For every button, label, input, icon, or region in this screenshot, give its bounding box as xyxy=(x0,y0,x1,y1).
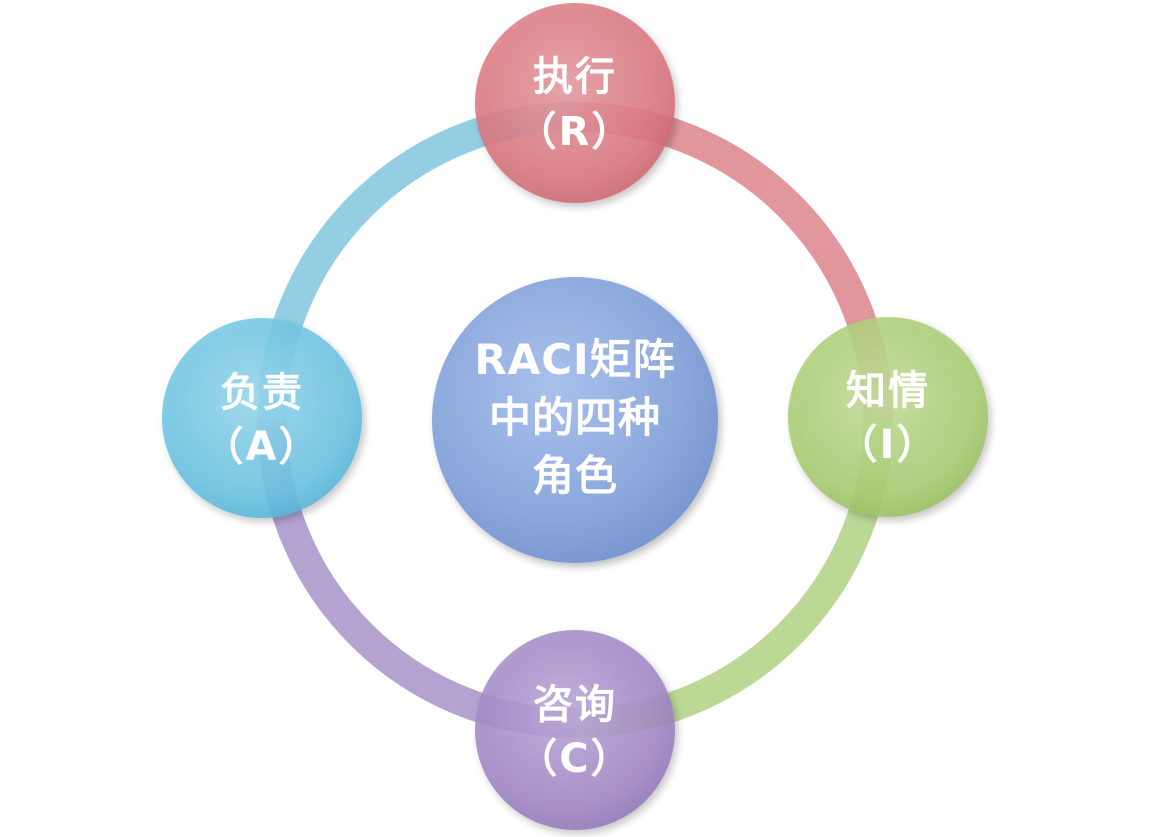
node-accountable-a xyxy=(162,318,362,518)
node-r-name: 执行 xyxy=(533,54,617,100)
center-label-line-1: RACI矩阵 xyxy=(474,335,675,384)
node-i-circle xyxy=(788,317,988,517)
node-responsible-r xyxy=(475,3,675,203)
node-c-circle xyxy=(475,630,675,830)
center-label-line-3: 角色 xyxy=(532,451,618,500)
center-label-line-2: 中的四种 xyxy=(489,393,661,442)
center-node xyxy=(432,277,718,563)
node-a-code: （A） xyxy=(204,424,321,470)
center-circle xyxy=(432,277,718,563)
node-a-name: 负责 xyxy=(220,370,304,416)
node-informed-i xyxy=(788,317,988,517)
node-r-circle xyxy=(475,3,675,203)
node-i-code: （I） xyxy=(838,422,939,468)
node-a-circle xyxy=(162,318,362,518)
node-c-code: （C） xyxy=(517,736,632,782)
node-i-name: 知情 xyxy=(846,368,930,414)
node-c-name: 咨询 xyxy=(533,682,617,728)
node-consulted-c xyxy=(475,630,675,830)
node-r-code: （R） xyxy=(517,109,634,155)
